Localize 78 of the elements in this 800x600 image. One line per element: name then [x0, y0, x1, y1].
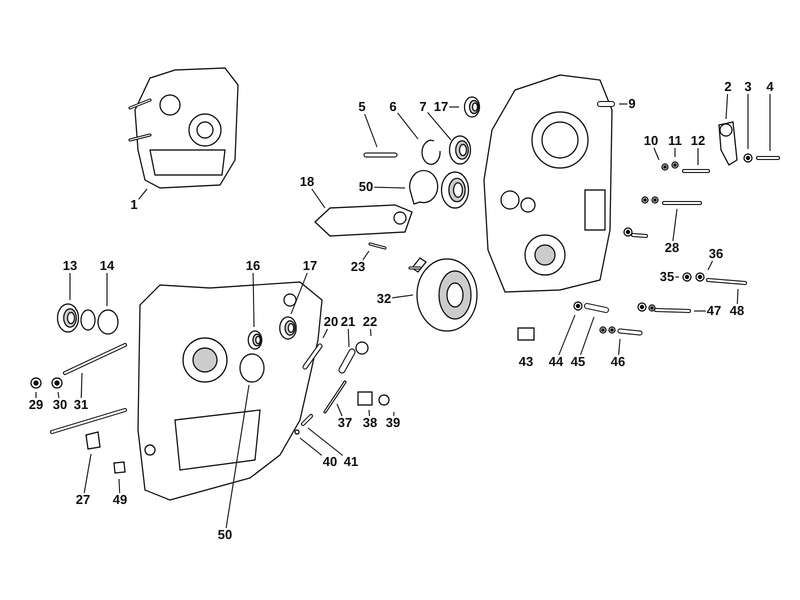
- leader-line: [370, 328, 372, 336]
- callout-number: 20: [322, 315, 340, 329]
- leader-line: [322, 328, 328, 338]
- leader-line: [300, 438, 322, 456]
- leader-line: [336, 404, 343, 416]
- callout-number: 3: [743, 80, 753, 94]
- leader-line: [674, 148, 676, 158]
- callout-number: 5: [357, 100, 367, 114]
- leader-line: [106, 272, 108, 306]
- callout-number: 9: [627, 97, 637, 111]
- callout-number: 12: [690, 134, 706, 148]
- callout-number: 40: [322, 455, 338, 469]
- callout-number: 23: [350, 260, 366, 274]
- callout-number: 50: [216, 528, 234, 542]
- callout-number: 29: [28, 398, 44, 412]
- leader-line: [364, 114, 378, 148]
- leader-line: [558, 314, 576, 356]
- callout-number: 49: [112, 493, 128, 507]
- leader-line: [311, 188, 326, 208]
- leader-line: [397, 112, 418, 140]
- leader-line: [80, 372, 82, 398]
- leader-line: [448, 106, 460, 108]
- callout-number: 2: [723, 80, 733, 94]
- callout-number: 45: [570, 355, 586, 369]
- callout-number: 14: [98, 259, 116, 273]
- callout-number: 17: [432, 100, 450, 114]
- callout-number: 38: [362, 416, 378, 430]
- leader-line: [118, 478, 120, 494]
- leader-line: [618, 338, 620, 356]
- callout-number: 43: [518, 355, 534, 369]
- leader-line: [694, 310, 706, 312]
- leader-line: [736, 288, 738, 304]
- callout-number: 7: [418, 100, 428, 114]
- callout-number: 41: [342, 455, 360, 469]
- callout-number: 35: [658, 270, 676, 284]
- leader-line: [708, 260, 713, 270]
- leader-line: [580, 316, 594, 356]
- callout-number: 31: [72, 398, 90, 412]
- callout-number: 11: [667, 134, 683, 148]
- leader-line: [368, 410, 370, 416]
- callout-number: 48: [728, 304, 746, 318]
- callout-number: 27: [74, 493, 92, 507]
- callout-number: 10: [642, 134, 660, 148]
- callout-number: 44: [548, 355, 564, 369]
- leader-line: [308, 428, 344, 456]
- leader-line: [653, 148, 660, 160]
- leader-line: [252, 272, 254, 328]
- callout-number: 21: [340, 315, 356, 329]
- leader-line: [362, 250, 370, 260]
- callout-number: 32: [376, 292, 392, 306]
- leader-line: [226, 384, 250, 528]
- callout-number: 37: [336, 416, 354, 430]
- leader-line: [674, 276, 680, 278]
- callout-number: 16: [244, 259, 262, 273]
- callout-number: 50: [358, 180, 374, 194]
- leader-line: [138, 188, 148, 200]
- leader-line: [58, 392, 60, 398]
- callout-number: 6: [388, 100, 398, 114]
- callout-number: 36: [708, 247, 724, 261]
- leader-line: [726, 94, 728, 120]
- callout-number: 28: [664, 241, 680, 255]
- leader-line: [348, 328, 350, 348]
- callout-number: 17: [302, 259, 318, 273]
- leader-line: [672, 208, 678, 242]
- callout-number: 1: [129, 198, 139, 212]
- callout-number: 4: [765, 80, 775, 94]
- leader-line: [392, 294, 414, 298]
- callout-number: 39: [384, 416, 402, 430]
- callout-number: 30: [52, 398, 68, 412]
- callout-number: 13: [62, 259, 78, 273]
- callout-number: 18: [298, 175, 316, 189]
- callout-number: 22: [362, 315, 378, 329]
- leader-line: [84, 454, 92, 494]
- callout-number: 46: [610, 355, 626, 369]
- callout-number: 47: [706, 304, 722, 318]
- leader-line: [374, 186, 406, 188]
- leader-line: [427, 112, 452, 140]
- leader-line: [393, 412, 394, 416]
